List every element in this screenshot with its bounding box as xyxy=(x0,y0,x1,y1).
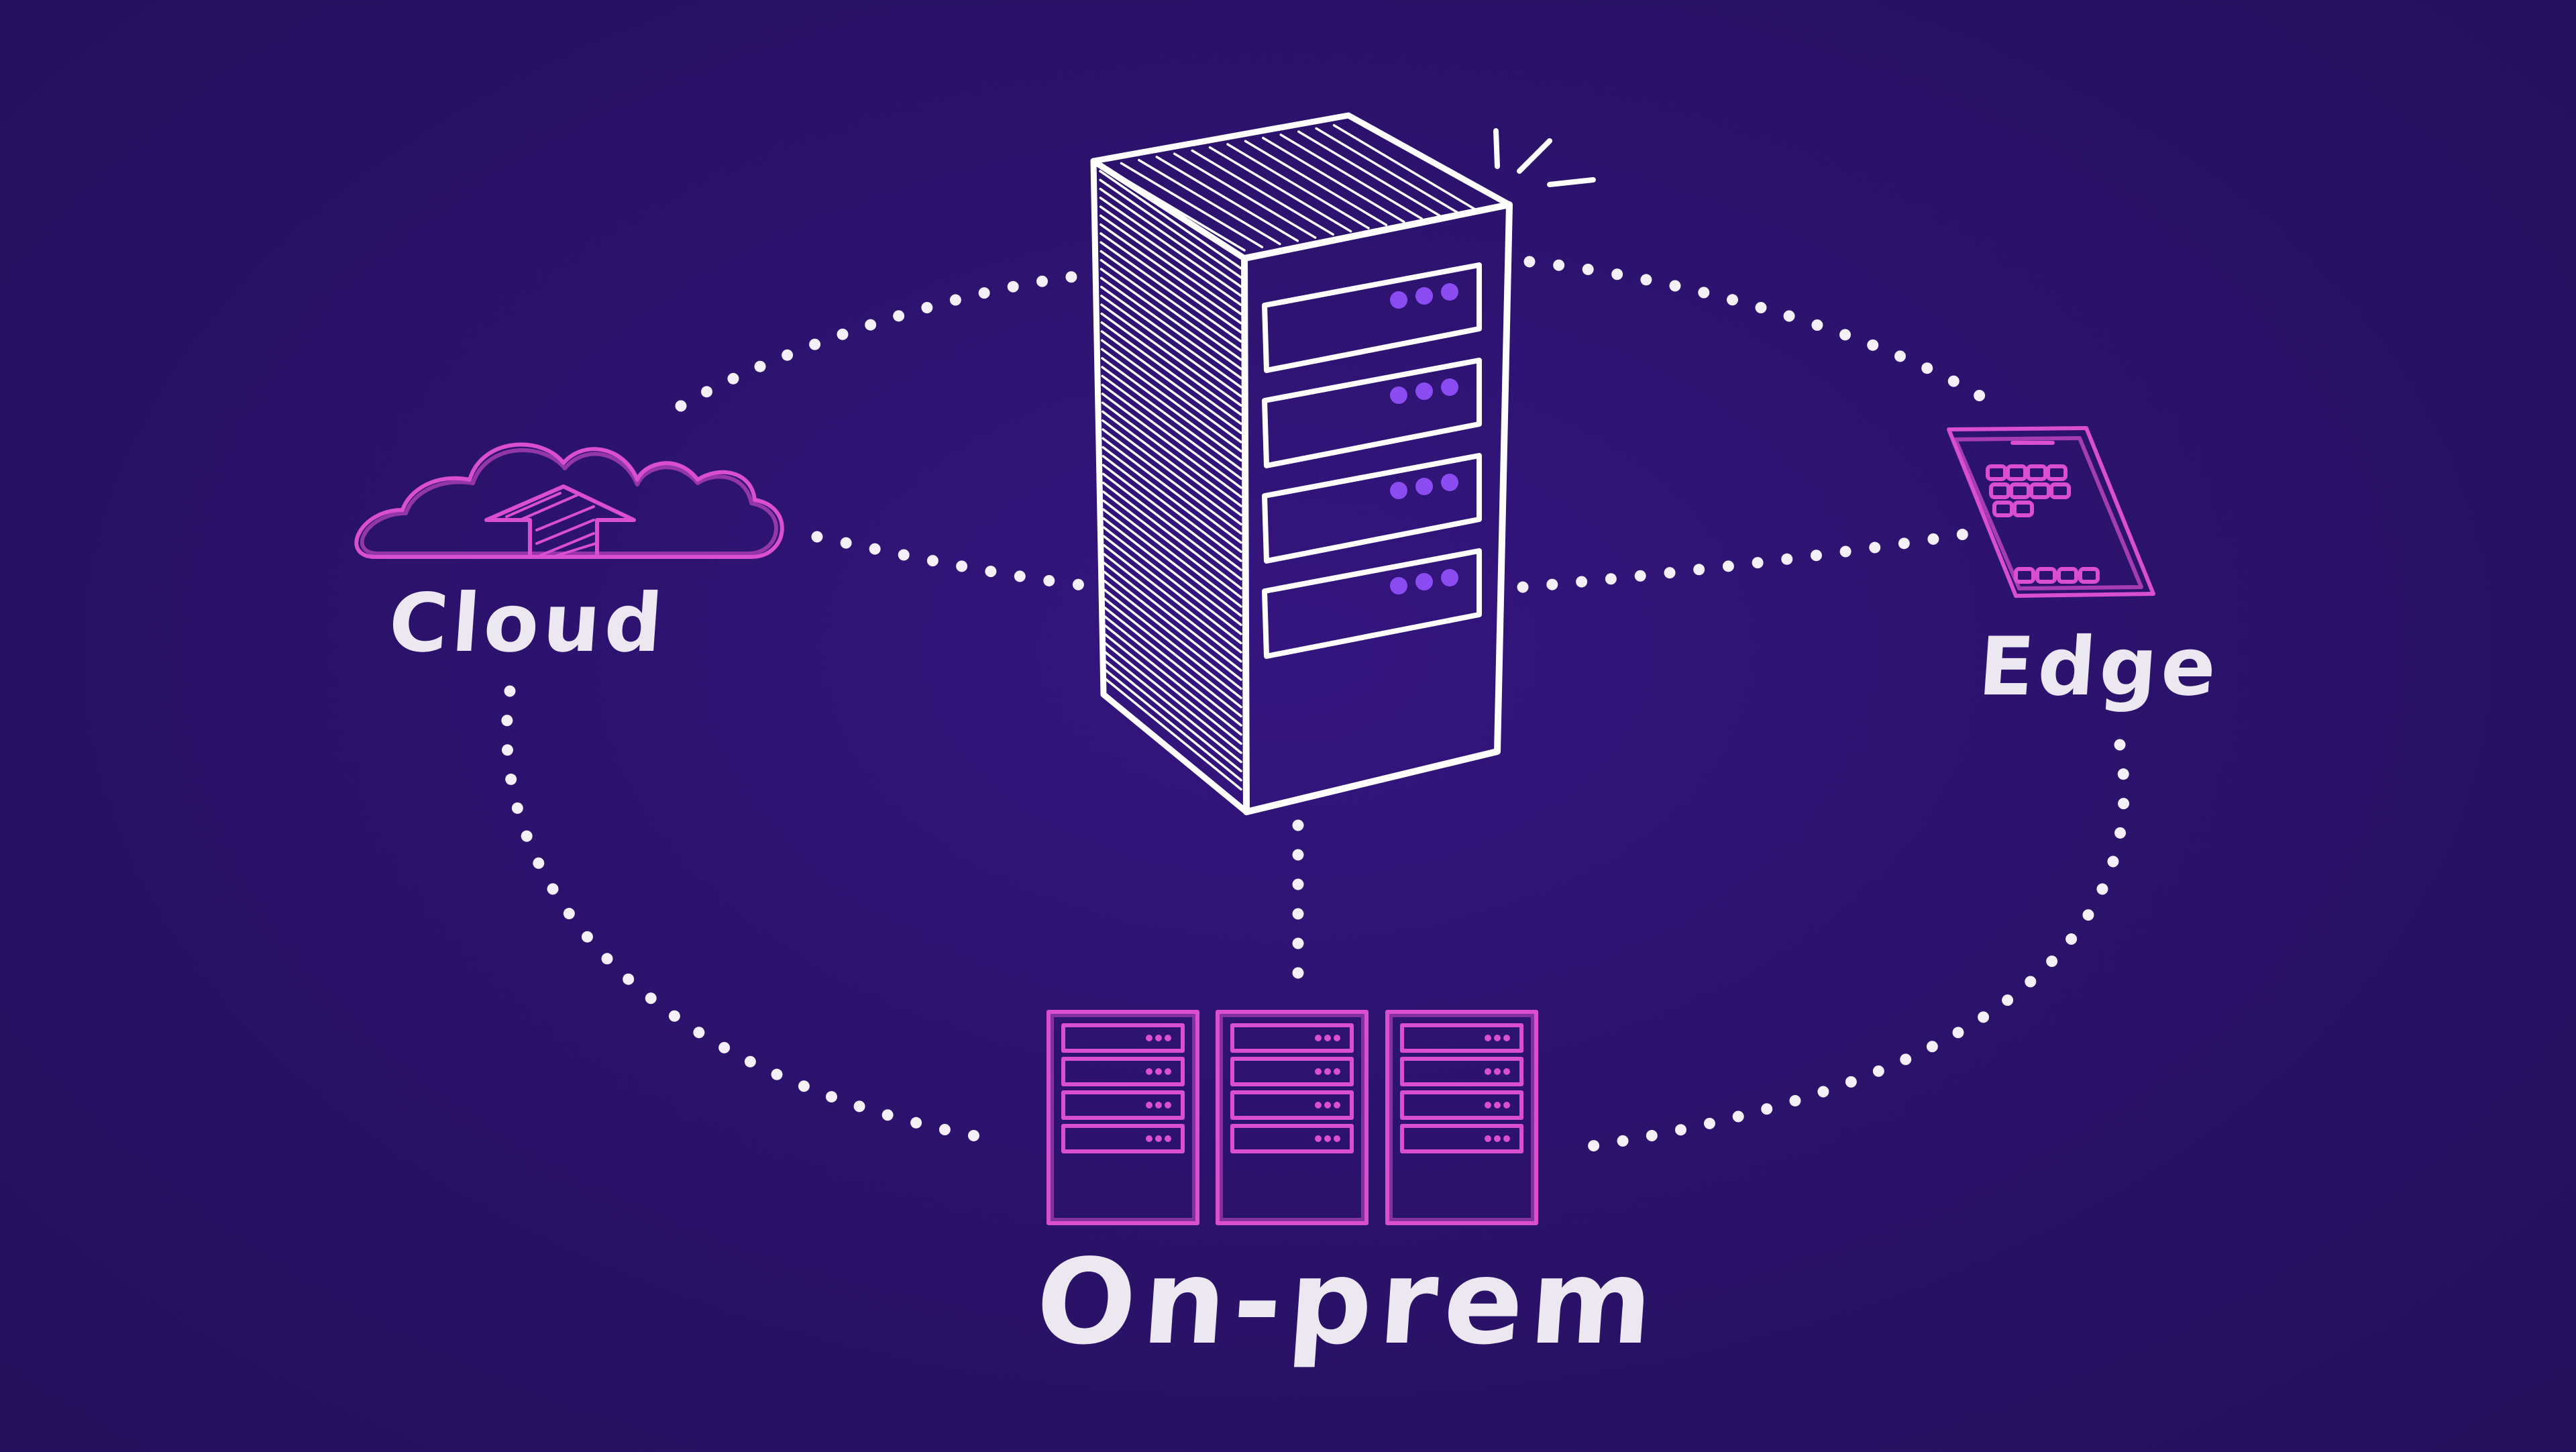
rack-led xyxy=(1146,1035,1152,1041)
app-icon xyxy=(1992,501,2014,517)
link-cloud-to-onprem-arc xyxy=(501,685,989,1143)
rack-led xyxy=(1485,1035,1491,1041)
rack-unit xyxy=(1061,1023,1185,1053)
rack-unit xyxy=(1230,1124,1354,1153)
app-icon xyxy=(2035,567,2057,584)
rack-icon xyxy=(1046,1010,1199,1225)
status-led xyxy=(1415,382,1433,400)
server-bay xyxy=(1262,548,1482,659)
rack-unit xyxy=(1230,1057,1354,1086)
app-icon xyxy=(2006,464,2027,481)
app-icon xyxy=(2014,567,2035,584)
edge-label: Edge xyxy=(1976,621,2224,714)
rack-led xyxy=(1334,1068,1340,1075)
rack-led xyxy=(1485,1068,1491,1075)
rack-led xyxy=(1324,1102,1331,1108)
rack-led xyxy=(1503,1068,1510,1075)
status-led xyxy=(1415,573,1433,590)
rack-unit xyxy=(1400,1090,1523,1120)
rack-led xyxy=(1315,1068,1322,1075)
app-icon xyxy=(2029,482,2051,499)
onprem-label: On-prem xyxy=(1031,1235,1664,1371)
phone-icon xyxy=(1947,426,2155,598)
status-led xyxy=(1441,283,1458,301)
link-server-to-edge xyxy=(1517,527,1975,593)
status-led xyxy=(1441,474,1458,491)
app-icon xyxy=(2046,464,2068,481)
app-icon xyxy=(2009,482,2031,499)
rack-led xyxy=(1155,1102,1162,1108)
rack-led xyxy=(1315,1035,1322,1041)
app-icon xyxy=(1989,482,2010,499)
rack-unit xyxy=(1230,1023,1354,1053)
rack-unit xyxy=(1400,1023,1523,1053)
rack-unit xyxy=(1061,1124,1185,1153)
server-front-face xyxy=(1241,201,1513,815)
rack-led xyxy=(1324,1068,1331,1075)
link-cloud-to-server xyxy=(811,531,1106,593)
rack-led xyxy=(1324,1135,1331,1142)
rack-led xyxy=(1334,1035,1340,1041)
rack-led xyxy=(1165,1068,1171,1075)
server-tower xyxy=(1090,112,1596,815)
app-icon xyxy=(2057,567,2078,584)
app-icon xyxy=(2026,464,2047,481)
app-icon xyxy=(2012,501,2034,517)
app-icon xyxy=(2049,482,2071,499)
rack-led xyxy=(1165,1102,1171,1108)
sparkle-icon xyxy=(1493,128,1596,187)
rack-led xyxy=(1334,1135,1340,1142)
rack-unit xyxy=(1400,1057,1523,1086)
rack-unit xyxy=(1061,1057,1185,1086)
connection-lines xyxy=(501,256,2130,1153)
server-bay xyxy=(1262,262,1482,373)
status-led xyxy=(1390,577,1407,594)
app-icon xyxy=(2078,567,2100,584)
cloud-label: Cloud xyxy=(386,577,669,670)
status-led xyxy=(1390,291,1407,309)
rack-led xyxy=(1485,1135,1491,1142)
rack-led xyxy=(1324,1035,1331,1041)
server-bay xyxy=(1262,358,1482,468)
rack-unit xyxy=(1400,1124,1523,1153)
link-top-right-arc xyxy=(1523,256,2002,412)
server-bay xyxy=(1262,453,1482,564)
status-led xyxy=(1415,478,1433,495)
status-led xyxy=(1441,378,1458,396)
rack-led xyxy=(1155,1035,1162,1041)
rack-led xyxy=(1503,1135,1510,1142)
link-top-left-arc xyxy=(675,269,1093,412)
rack-icon xyxy=(1385,1010,1538,1225)
rack-led xyxy=(1146,1102,1152,1108)
cloud-icon xyxy=(354,442,784,559)
rack-led xyxy=(1155,1135,1162,1142)
link-edge-to-onprem-arc xyxy=(1577,739,2130,1153)
rack-led xyxy=(1315,1102,1322,1108)
app-icon xyxy=(1986,464,2007,481)
rack-led xyxy=(1334,1102,1340,1108)
rack-led xyxy=(1503,1035,1510,1041)
status-led xyxy=(1390,386,1407,404)
rack-led xyxy=(1165,1135,1171,1142)
onprem-racks xyxy=(1046,1010,1538,1225)
rack-led xyxy=(1315,1135,1322,1142)
rack-led xyxy=(1494,1068,1501,1075)
rack-icon xyxy=(1216,1010,1368,1225)
rack-led xyxy=(1503,1102,1510,1108)
status-led xyxy=(1390,482,1407,499)
rack-led xyxy=(1494,1035,1501,1041)
rack-led xyxy=(1155,1068,1162,1075)
status-led xyxy=(1415,287,1433,305)
rack-led xyxy=(1494,1135,1501,1142)
rack-led xyxy=(1494,1102,1501,1108)
status-led xyxy=(1441,569,1458,586)
rack-led xyxy=(1165,1035,1171,1041)
rack-led xyxy=(1146,1135,1152,1142)
rack-led xyxy=(1146,1068,1152,1075)
rack-led xyxy=(1485,1102,1491,1108)
rack-unit xyxy=(1230,1090,1354,1120)
rack-unit xyxy=(1061,1090,1185,1120)
